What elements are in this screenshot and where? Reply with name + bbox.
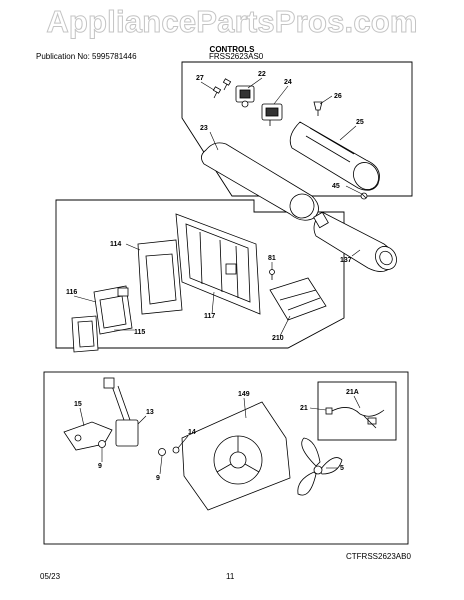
grommet-14 — [172, 446, 180, 454]
callout-117: 117 — [204, 313, 215, 320]
callout-15: 15 — [74, 401, 82, 408]
callout-21: 21 — [300, 405, 308, 412]
callout-114: 114 — [110, 241, 121, 248]
callout-115: 115 — [134, 329, 145, 336]
switch-24 — [261, 103, 283, 126]
motor-13 — [103, 377, 139, 447]
section-title: CONTROLS — [209, 45, 255, 54]
screw-81 — [269, 269, 275, 280]
callout-81: 81 — [268, 255, 276, 262]
filter-137 — [313, 211, 397, 272]
page-number: 11 — [226, 572, 235, 581]
callout-26: 26 — [334, 93, 342, 100]
callout-210: 210 — [272, 335, 284, 342]
callout-137: 137 — [340, 257, 352, 264]
housing-25 — [289, 121, 380, 191]
watermark-text: AppliancePartsPros.com — [46, 4, 418, 40]
bracket-210 — [269, 277, 327, 321]
housing-23 — [201, 142, 319, 221]
callout-25: 25 — [356, 119, 364, 126]
harness-21a — [325, 407, 385, 429]
shroud-149 — [181, 401, 291, 511]
callout-23: 23 — [200, 125, 208, 132]
frame-harness-inset — [317, 381, 397, 441]
housing-117 — [175, 213, 261, 315]
cover-114 — [137, 239, 183, 315]
callout-21a: 21A — [346, 389, 359, 396]
frame-top — [181, 61, 413, 197]
panel-115 — [71, 315, 99, 353]
footer-date: 05/23 — [40, 572, 61, 581]
screw-9b — [158, 448, 166, 456]
model-number: FRSS2623AS0 — [209, 52, 264, 61]
callout-5: 5 — [340, 465, 344, 472]
switch-22 — [235, 85, 255, 108]
frame-bottom — [43, 371, 409, 545]
callout-22: 22 — [258, 71, 266, 78]
drawing-code: CTFRSS2623AB0 — [346, 552, 411, 561]
callout-45: 45 — [332, 183, 340, 190]
screw-45 — [360, 192, 368, 200]
callout-9-right: 9 — [156, 475, 160, 482]
screw-27 — [212, 78, 232, 99]
page-header: Publication No: 5995781446 FRSS2623AS0 — [36, 52, 436, 66]
publication-number: Publication No: 5995781446 — [36, 52, 137, 61]
housing-116 — [93, 285, 133, 335]
screw-9a — [98, 440, 106, 448]
callout-116: 116 — [66, 289, 77, 296]
callout-13: 13 — [146, 409, 154, 416]
screw-26 — [313, 101, 323, 116]
callout-27: 27 — [196, 75, 204, 82]
fan-blade-5 — [297, 437, 343, 496]
leader-lines — [73, 77, 363, 475]
callout-149: 149 — [238, 391, 250, 398]
callout-24: 24 — [284, 79, 292, 86]
callout-14: 14 — [188, 429, 196, 436]
callout-9-left: 9 — [98, 463, 102, 470]
